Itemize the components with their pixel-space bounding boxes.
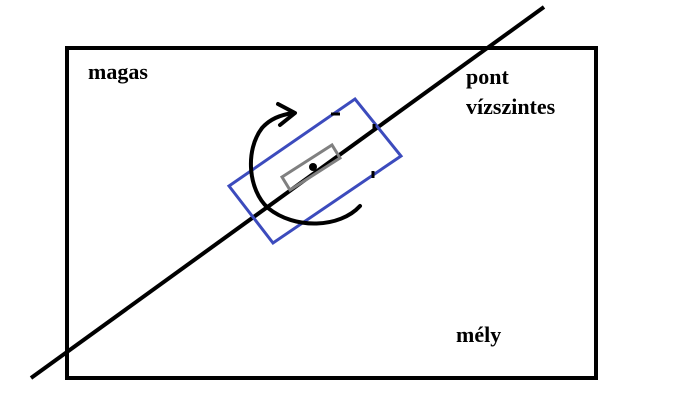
label-mely: mély <box>456 322 502 347</box>
label-magas: magas <box>88 59 148 84</box>
rotation-arrow-icon <box>249 102 362 226</box>
center-dot <box>309 163 317 171</box>
label-pont: pont <box>466 64 509 89</box>
gray-rectangle <box>279 142 343 193</box>
frame-rectangle <box>65 46 598 380</box>
blue-rectangle <box>226 96 404 246</box>
diagonal-line <box>29 5 546 380</box>
label-vizszintes: vízszintes <box>466 94 556 119</box>
